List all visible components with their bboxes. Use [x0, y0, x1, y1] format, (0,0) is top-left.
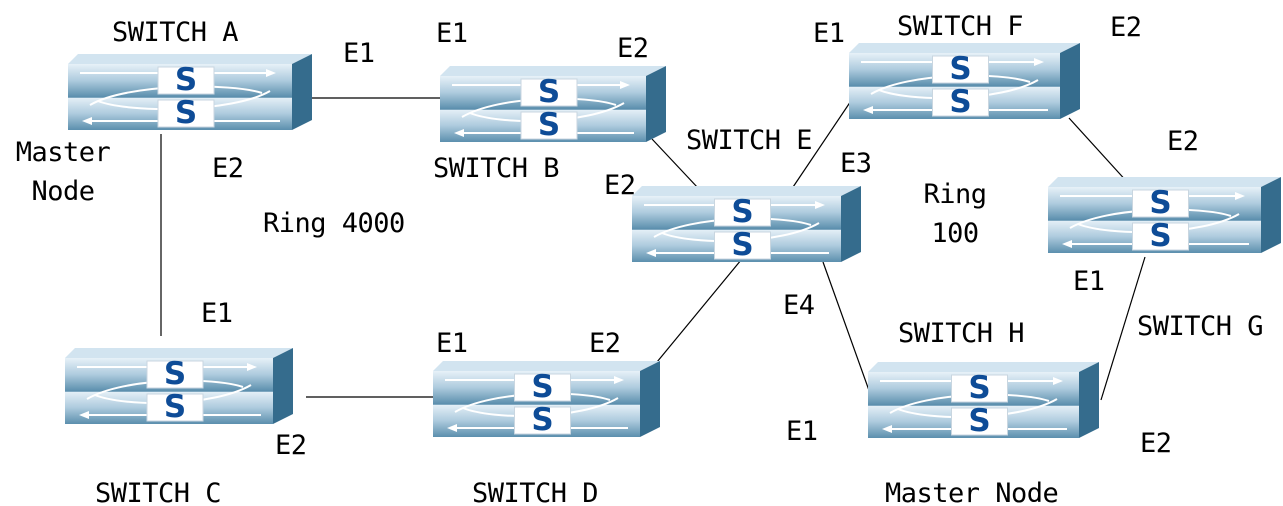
switch-b-icon: SS [440, 66, 666, 142]
port-e-e1: E1 [813, 18, 845, 49]
switch-a-badge-bottom: S [175, 95, 197, 130]
switch-g-badge-bottom: S [1149, 218, 1171, 253]
switch-h-badge-bottom: S [968, 403, 990, 438]
port-b-e1: E1 [436, 18, 468, 49]
link-e-f [788, 91, 858, 194]
switch-g-icon: SS [1048, 177, 1281, 253]
port-f-e2: E2 [1110, 12, 1142, 43]
switch-d-icon: SS [433, 361, 660, 437]
switch-e-icon: SS [632, 186, 861, 262]
switch-d-badge-bottom: S [531, 402, 553, 437]
switch-f-name: SWITCH F [897, 11, 1024, 42]
switch-e-badge-bottom: S [731, 227, 753, 262]
link-e-h [822, 261, 872, 397]
switch-a-badge-top: S [175, 62, 197, 98]
switch-e-name: SWITCH E [686, 125, 813, 156]
port-c-e2: E2 [275, 430, 307, 461]
switch-c-icon: SS [65, 348, 293, 424]
ring-4000-label: Ring 4000 [263, 208, 405, 239]
switch-h-name: SWITCH H [898, 318, 1025, 349]
switch-f-icon: SS [849, 43, 1080, 119]
port-c-e1: E1 [201, 298, 233, 329]
switch-d-name: SWITCH D [472, 478, 599, 506]
switch-b-name: SWITCH B [433, 153, 560, 184]
port-b-e2: E2 [617, 33, 649, 64]
switch-b-badge-bottom: S [538, 107, 560, 142]
port-h-e2: E2 [1140, 428, 1172, 459]
switch-b-badge-top: S [538, 74, 560, 110]
switch-g-badge-top: S [1149, 185, 1171, 221]
switch-a-name: SWITCH A [112, 17, 239, 48]
switch-h-role: Master Node [885, 478, 1059, 506]
link-g-h [1100, 256, 1146, 401]
port-g-e1: E1 [1073, 266, 1105, 297]
port-g-e2: E2 [1167, 126, 1199, 157]
switch-e-badge-top: S [731, 194, 753, 230]
ring-100-label: Ring 100 [923, 179, 987, 250]
port-d-e1: E1 [436, 328, 468, 359]
switch-h-icon: SS [868, 362, 1099, 438]
port-e-e3: E3 [840, 148, 872, 179]
port-e-e2: E2 [604, 170, 636, 201]
switch-d-badge-top: S [531, 369, 553, 405]
switch-a-icon: SS [68, 54, 312, 130]
switch-f-badge-bottom: S [949, 84, 971, 119]
switch-c-badge-top: S [164, 356, 186, 392]
switch-c-name: SWITCH C [95, 478, 222, 506]
link-f-g [1068, 117, 1130, 185]
link-d-e [656, 253, 747, 363]
switch-c-badge-bottom: S [164, 389, 186, 424]
port-d-e2: E2 [589, 328, 621, 359]
port-e-e4: E4 [783, 290, 815, 321]
switch-g-name: SWITCH G [1137, 311, 1264, 342]
port-h-e1: E1 [786, 416, 818, 447]
port-a-e1: E1 [343, 38, 375, 69]
switch-h-badge-top: S [968, 370, 990, 406]
switch-a-role: Master Node [15, 137, 111, 208]
switch-f-badge-top: S [949, 51, 971, 87]
port-a-e2: E2 [212, 153, 244, 184]
